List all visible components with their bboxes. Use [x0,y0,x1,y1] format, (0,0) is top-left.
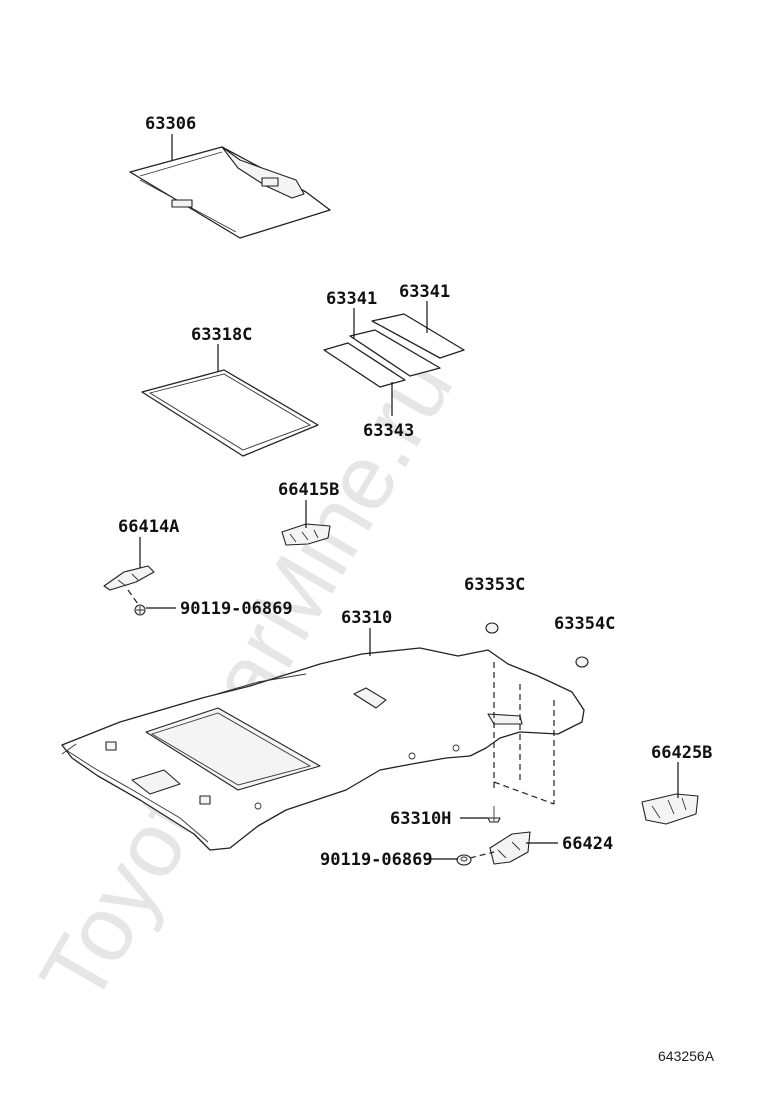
part-63353c-cap [485,622,499,634]
callout-63354c: 63354C [554,614,615,634]
part-63343-pad [323,342,406,388]
callout-63341-left: 63341 [326,289,377,309]
callout-63310h: 63310H [390,809,451,829]
callout-63318c: 63318C [191,325,252,345]
part-63306-sunshade [129,146,331,239]
callout-66414a: 66414A [118,517,179,537]
reference-dashed-lines [493,662,555,805]
callout-63310: 63310 [341,608,392,628]
leader-lines [139,134,679,860]
callout-90119-upper: 90119-06869 [180,599,293,619]
callout-63343: 63343 [363,421,414,441]
callout-66424: 66424 [562,834,613,854]
callout-63353c: 63353C [464,575,525,595]
part-63341-pad-a [371,313,465,359]
part-90119-screw-lower [456,854,472,866]
part-90119-screw-upper [127,589,146,616]
callout-63306: 63306 [145,114,196,134]
callout-66415b: 66415B [278,480,339,500]
part-63310h-clip [487,806,501,823]
part-66415b-clip [281,523,331,546]
part-63341-pad-b [349,329,441,377]
part-63318c-frame [141,369,319,457]
part-66424-bracket [469,831,531,865]
callout-66425b: 66425B [651,743,712,763]
part-63354c-cap [575,656,589,668]
callout-90119-lower: 90119-06869 [320,850,433,870]
part-63310-headliner [61,647,585,851]
callout-63341-right: 63341 [399,282,450,302]
part-66425b-bracket [641,793,699,825]
part-66414a-clip [103,565,155,591]
diagram-reference-number: 643256A [658,1048,715,1064]
